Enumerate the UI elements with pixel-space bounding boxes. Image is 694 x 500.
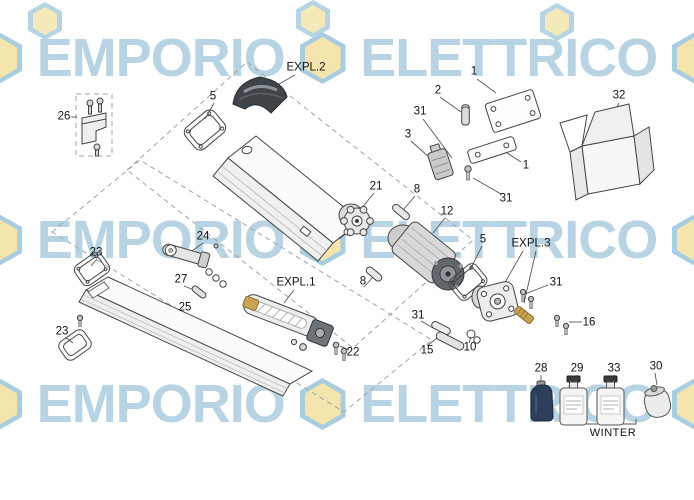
part-33-bottle	[596, 375, 625, 426]
part-24-arm	[162, 243, 211, 269]
part-31-pin-lower	[431, 321, 451, 335]
part-8-pin-lower	[365, 266, 383, 282]
part-31-screws-right	[519, 288, 535, 309]
part-expl2-cover	[232, 76, 288, 114]
part-main-tube	[212, 135, 362, 262]
part-22-screws	[332, 341, 348, 361]
part-31-screw-top	[464, 165, 472, 181]
part-26-bracket	[81, 97, 107, 157]
part-10-washers	[466, 329, 481, 344]
part-23-gasket-lower	[58, 329, 92, 361]
part-bleed-valve	[513, 305, 535, 325]
part-12-motor	[387, 221, 465, 291]
part-29-bottle	[559, 375, 588, 426]
part-15-shaft	[435, 331, 465, 351]
part-2-pin	[461, 104, 470, 126]
part-30-cartridge	[643, 385, 672, 418]
part-1-plate	[484, 89, 542, 133]
part-expl1-piston	[242, 294, 334, 351]
part-screw-left	[76, 314, 84, 327]
part-8-pin-upper	[392, 203, 410, 221]
part-27-pin	[191, 268, 227, 299]
part-expl3-flange	[471, 281, 570, 335]
part-23-gasket-upper	[73, 251, 111, 287]
part-1-bar	[467, 136, 517, 164]
part-16-screws	[553, 314, 570, 335]
part-32-box	[559, 103, 655, 201]
part-5-gasket-top	[183, 109, 227, 151]
part-3-connector	[427, 143, 454, 181]
part-25-profile	[78, 276, 314, 397]
part-21-coupler	[338, 203, 374, 237]
part-24-pin	[213, 243, 219, 249]
part-28-bottle	[530, 380, 554, 422]
